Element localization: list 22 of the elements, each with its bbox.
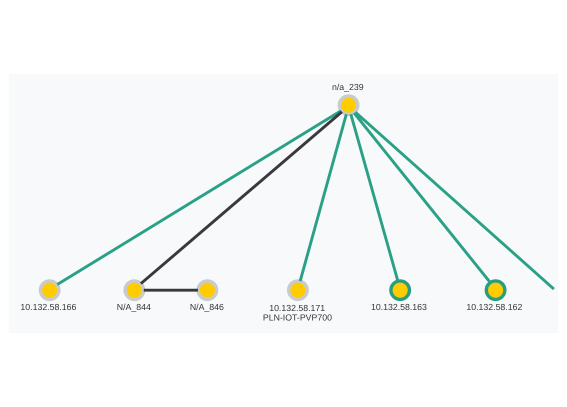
- node-label: PLN-IOT-PVP700: [262, 312, 332, 323]
- node-circle: [38, 279, 61, 302]
- node-label: 10.132.58.162: [466, 302, 522, 312]
- node-label: 10.132.58.166: [20, 302, 76, 312]
- node-circle: [484, 279, 507, 302]
- node-label: N/A_844: [116, 302, 151, 312]
- node-circle: [389, 279, 412, 302]
- node-circle: [338, 94, 360, 116]
- node-label: n/a_239: [332, 82, 364, 92]
- connector: [354, 111, 555, 290]
- node-label: 10.132.58.163: [370, 302, 427, 312]
- node-circle: [123, 279, 146, 302]
- node-circle: [196, 279, 218, 302]
- node-label: 10.132.58.171: [269, 302, 326, 313]
- connector: [298, 114, 348, 282]
- connector: [349, 114, 400, 282]
- connector: [56, 110, 342, 286]
- node-circle: [286, 279, 309, 302]
- connector: [353, 112, 492, 284]
- node-label: N/A_846: [190, 302, 224, 312]
- connector: [140, 110, 343, 285]
- connector: [144, 288, 198, 292]
